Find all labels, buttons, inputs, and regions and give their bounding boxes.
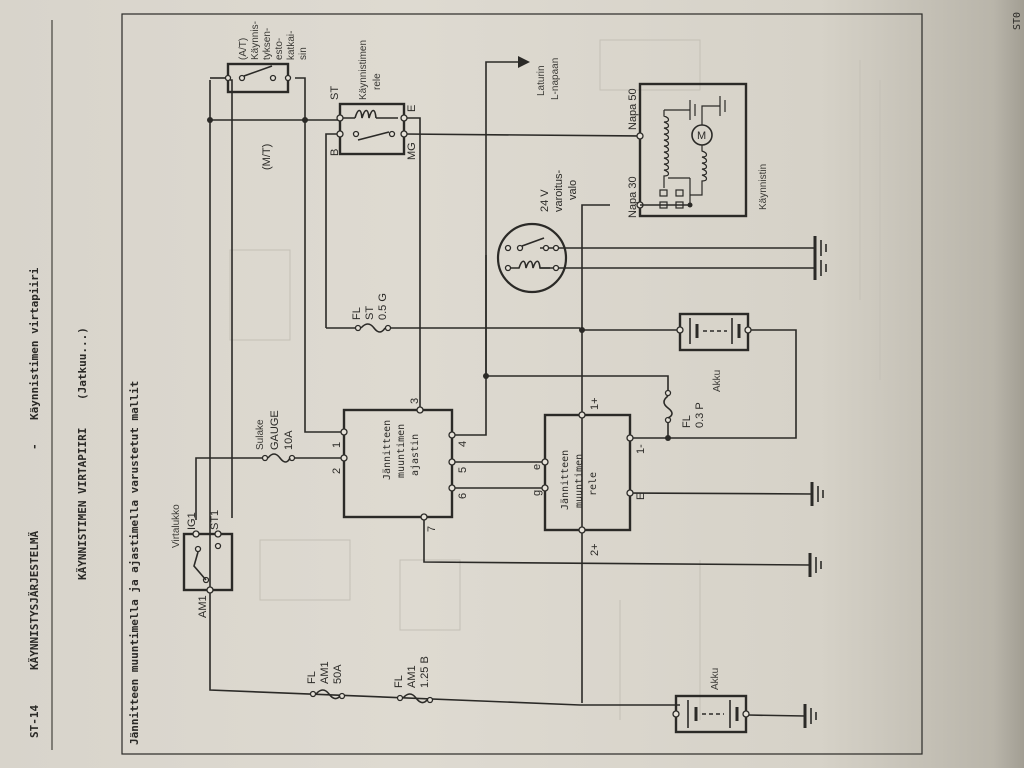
battery-2-label: Akku xyxy=(710,668,721,690)
napa-30-label: Napa 30 xyxy=(627,176,639,218)
page-code: ST-14 xyxy=(28,705,41,738)
relay-label-line2: muuntimen xyxy=(574,454,585,508)
fuse-03p-line1: FL xyxy=(681,415,693,428)
motor-glyph: M xyxy=(697,130,706,142)
terminal-ig1: IG1 xyxy=(186,512,198,530)
fuse-st: FL ST 0.5 G xyxy=(351,293,392,333)
fuse-st-line2: ST xyxy=(364,306,376,320)
timer-pin-3: 3 xyxy=(409,398,421,404)
timer-pin-1: 1 xyxy=(331,442,343,448)
starter-label: Käynnistin xyxy=(758,164,769,210)
napa-50-label: Napa 50 xyxy=(627,88,639,130)
neutral-switch-label-line3: tyksen- xyxy=(262,28,273,60)
fuse-gauge-line2: GAUGE xyxy=(269,410,281,450)
voltage-converter-timer: Jännitteen muuntimen ajastin 1 2 3 4 5 6… xyxy=(331,398,469,532)
relay-pin-e: e xyxy=(531,464,543,470)
fuse-am1-50a-line2: AM1 xyxy=(319,661,331,684)
warning-lamp-label-line1: 24 V xyxy=(539,189,551,212)
timer-pin-2: 2 xyxy=(331,468,343,474)
wires xyxy=(195,61,815,717)
relay-pin-E: E xyxy=(635,493,647,500)
neutral-switch-label-line6: sin xyxy=(298,47,309,60)
fuse-gauge: Sulake GAUGE 10A xyxy=(255,410,296,463)
terminal-st1: ST1 xyxy=(209,510,221,530)
fuse-am1-50a: FL AM1 50A xyxy=(306,661,346,700)
section-title: KÄYNNISTYSJÄRJESTELMÄ xyxy=(27,531,41,670)
alternator-label-line1: Laturin xyxy=(536,65,547,96)
battery-2: Akku xyxy=(672,668,750,734)
relay-pin-2plus: 2+ xyxy=(589,543,601,556)
corner-mark: ST0 xyxy=(1012,12,1023,30)
warning-lamp-label-line2: varoitus- xyxy=(553,169,565,212)
warning-lamp-label-line3: valo xyxy=(567,180,579,200)
battery-1-label: Akku xyxy=(712,370,723,392)
timer-pin-4: 4 xyxy=(457,441,469,447)
fuse-am1-125b-line2: AM1 xyxy=(406,665,418,688)
timer-pin-6: 6 xyxy=(457,493,469,499)
fuse-gauge-line3: 10A xyxy=(283,430,295,450)
continued-label: (Jatkuu...) xyxy=(76,327,89,400)
ground-icon xyxy=(813,256,827,280)
relay-label-line3: rele xyxy=(588,472,599,496)
ignition-switch: Virtalukko IG1 ST1 AM1 xyxy=(171,504,234,618)
timer-label-line1: Jännitteen xyxy=(382,420,393,480)
warning-lamp: 24 V varoitus- valo xyxy=(496,169,579,294)
ground-icon xyxy=(803,704,817,728)
subsection-title: Käynnistimen virtapiiri xyxy=(28,267,41,420)
timer-pin-7: 7 xyxy=(426,526,438,532)
timer-label-line3: ajastin xyxy=(410,434,421,476)
neutral-switch-label-line1: (A/T) xyxy=(238,38,249,60)
timer-pin-5: 5 xyxy=(457,467,469,473)
starter-relay-label-line1: Käynnistimen xyxy=(358,40,369,100)
relay-label-line1: Jännitteen xyxy=(560,450,571,510)
page-header: ST-14 KÄYNNISTYSJÄRJESTELMÄ - Käynnistim… xyxy=(27,12,1023,750)
ground-icon xyxy=(813,236,827,260)
battery-1: Akku xyxy=(676,312,752,392)
fuse-03p: FL 0.3 P xyxy=(663,389,706,428)
starter-motor: M Käynnistin Napa 30 Napa 50 xyxy=(627,82,769,218)
starter-relay-pin-e: E xyxy=(406,105,418,112)
starter-relay-pin-mg: MG xyxy=(406,142,418,160)
voltage-converter-relay: Jännitteen muuntimen rele 1+ 1- 2+ e g E xyxy=(531,397,647,556)
alternator-l-terminal: Laturin L-napaan xyxy=(518,56,561,100)
ground-icon xyxy=(808,553,822,577)
ground-symbols xyxy=(803,236,827,728)
ground-icon xyxy=(810,482,824,506)
fuse-gauge-line1: Sulake xyxy=(255,419,266,450)
starter-relay: ST E B MG Käynnistimen rele xyxy=(329,40,418,160)
arrow-icon xyxy=(518,56,530,68)
ignition-switch-label: Virtalukko xyxy=(171,504,182,548)
relay-pin-g: g xyxy=(531,490,543,496)
fuse-am1-125b-line3: 1.25 B xyxy=(419,656,431,688)
relay-pin-1plus: 1+ xyxy=(589,397,601,410)
terminal-am1: AM1 xyxy=(197,595,209,618)
fuse-03p-line2: 0.3 P xyxy=(694,402,706,428)
fuse-st-line3: 0.5 G xyxy=(377,293,389,320)
header-separator: - xyxy=(28,443,41,450)
neutral-start-switch: (A/T) Käynnis- tyksen- esto- katkai- sin xyxy=(224,21,309,94)
bleed-through-texture xyxy=(229,39,881,720)
fuse-am1-125b-line1: FL xyxy=(393,675,405,688)
fuse-am1-125b: FL AM1 1.25 B xyxy=(393,656,434,704)
mt-label: (M/T) xyxy=(261,144,273,170)
starter-relay-pin-b: B xyxy=(329,149,341,156)
fuse-am1-50a-line1: FL xyxy=(306,671,318,684)
neutral-switch-label-line4: esto- xyxy=(274,38,285,60)
timer-label-line2: muuntimen xyxy=(396,424,407,478)
fuse-st-line1: FL xyxy=(351,307,363,320)
starter-relay-label-line2: rele xyxy=(372,73,383,90)
alternator-label-line2: L-napaan xyxy=(550,58,561,100)
neutral-switch-label-line2: Käynnis- xyxy=(250,21,261,60)
junctions xyxy=(207,117,671,441)
starter-relay-pin-st: ST xyxy=(329,86,341,100)
diagram-title: KÄYNNISTIMEN VIRTAPIIRI xyxy=(75,428,89,580)
neutral-switch-label-line5: katkai- xyxy=(286,31,297,60)
fuse-am1-50a-line3: 50A xyxy=(332,664,344,684)
diagram-frame xyxy=(121,13,923,755)
diagram-caption: Jännitteen muuntimella ja ajastimella va… xyxy=(128,381,141,745)
relay-pin-1minus: 1- xyxy=(635,444,647,454)
